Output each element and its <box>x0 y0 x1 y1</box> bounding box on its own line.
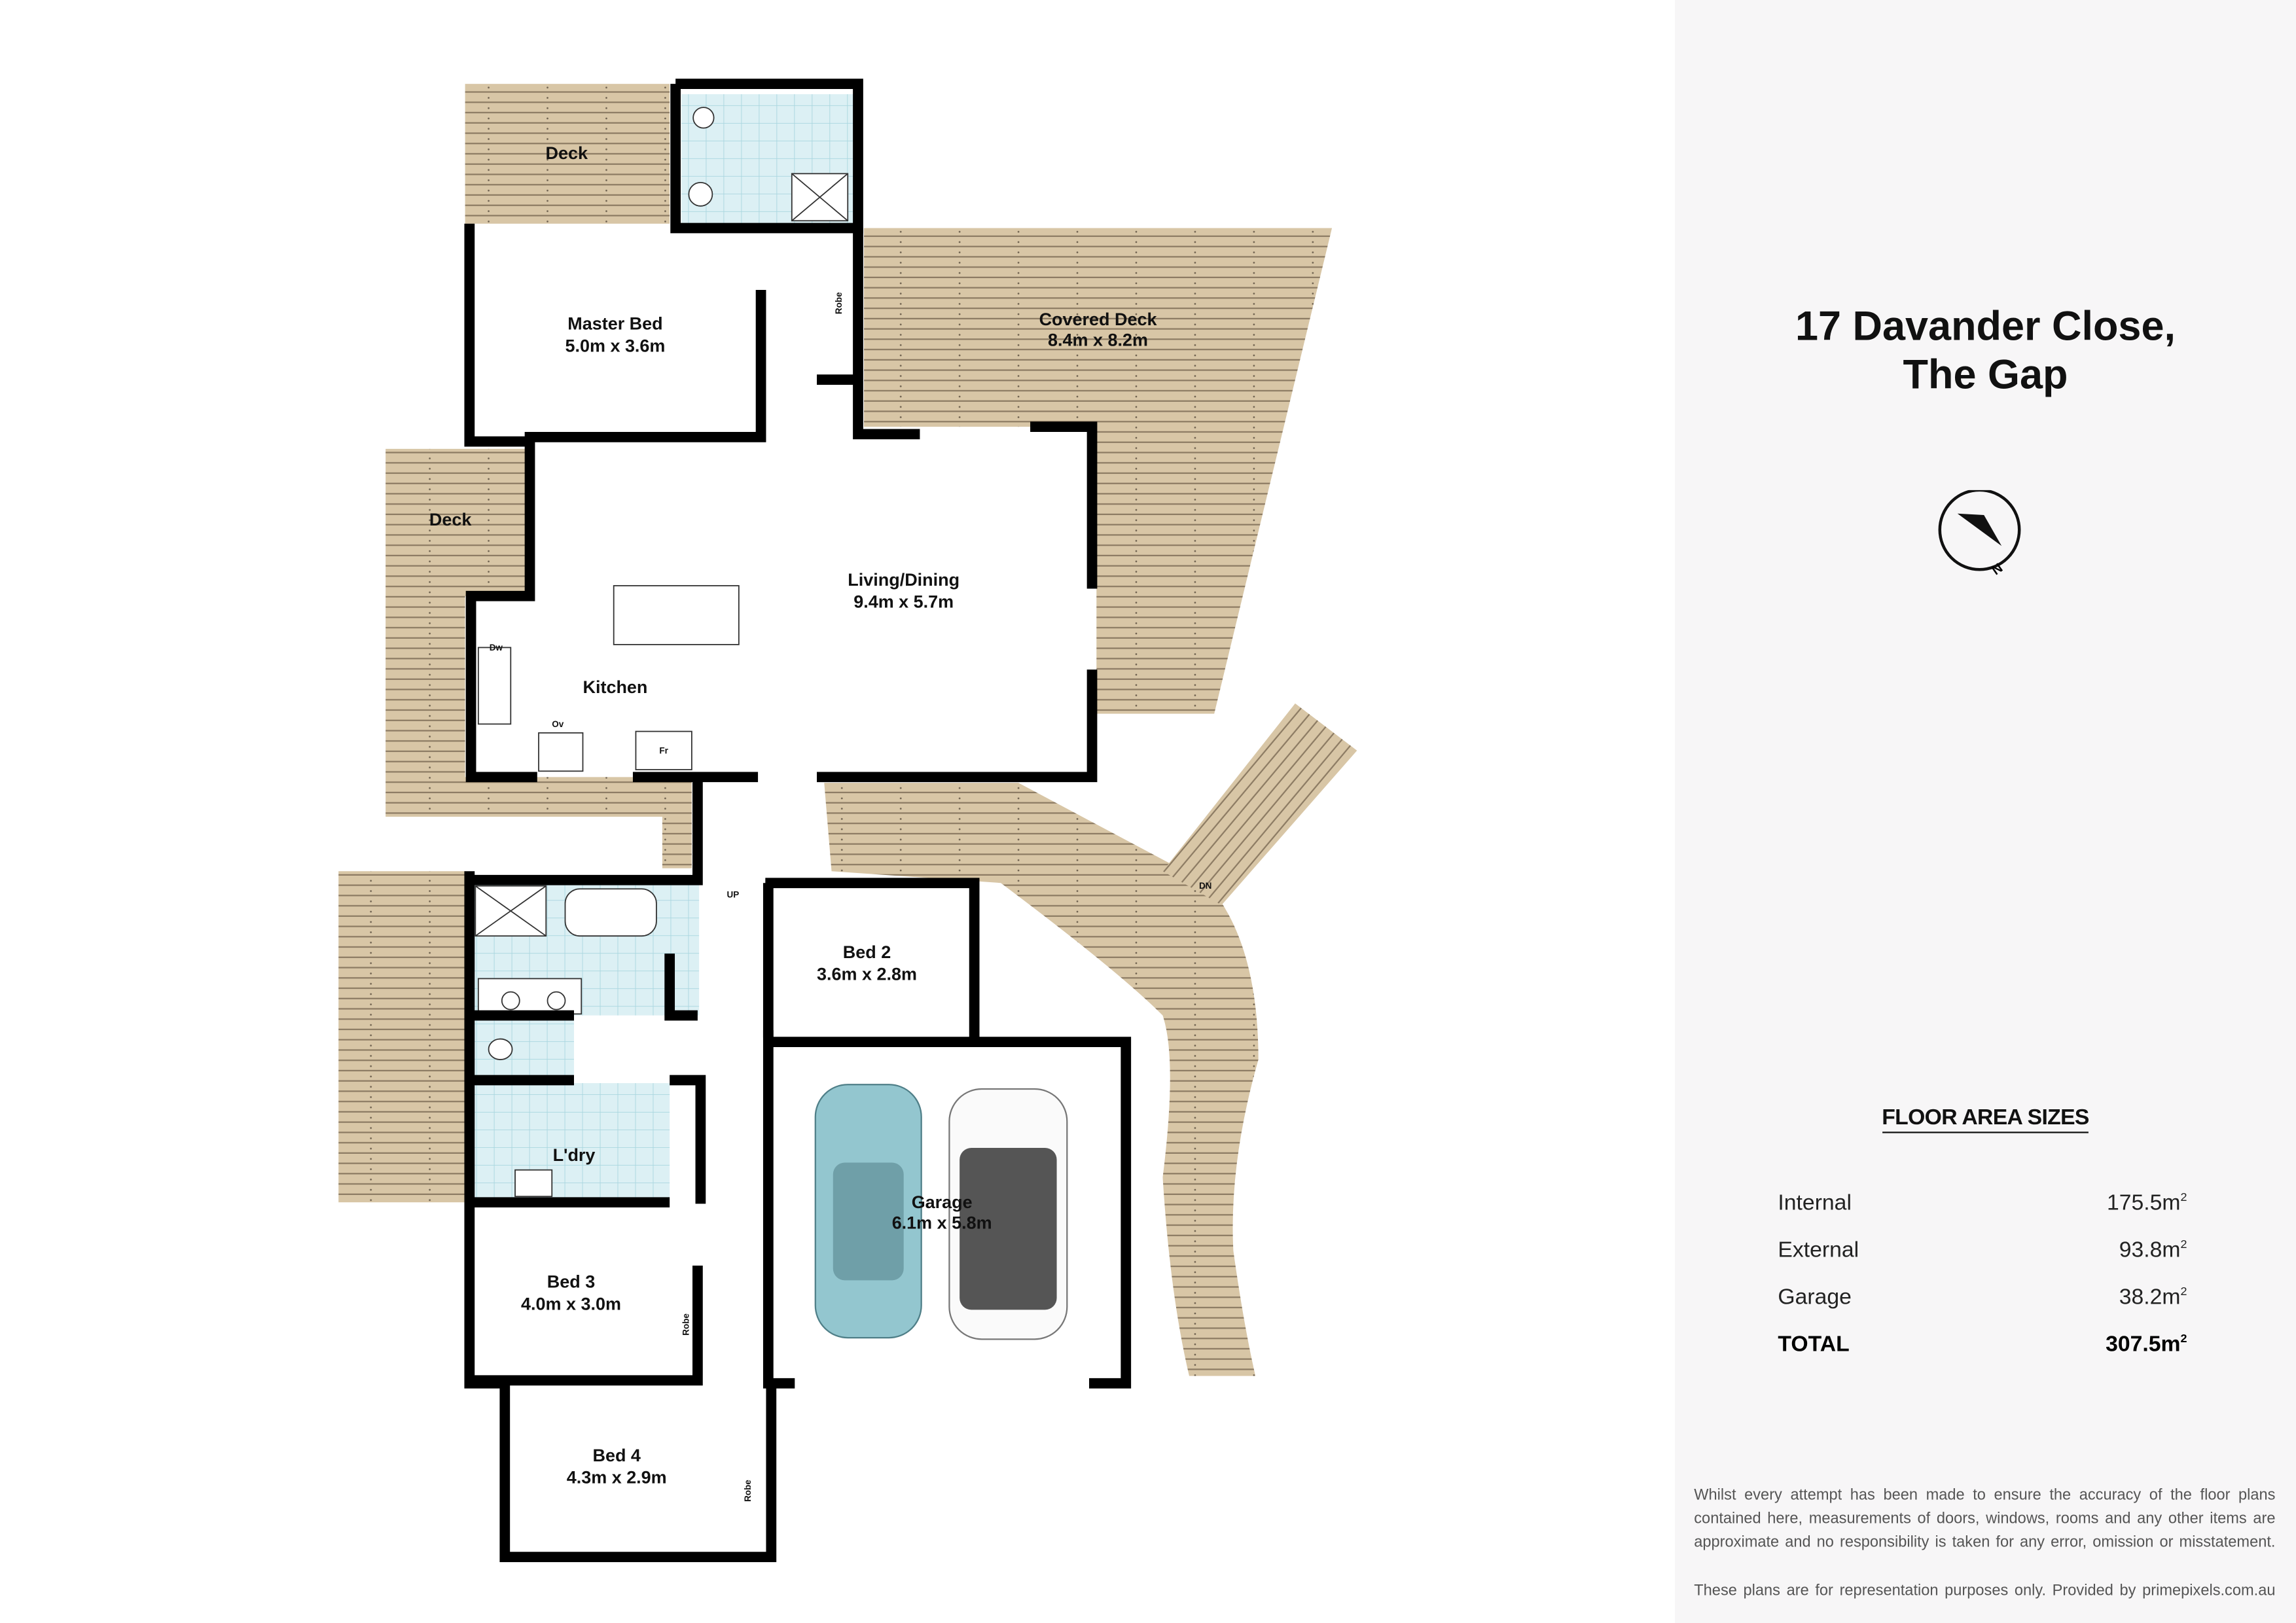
label-ov: Ov <box>552 719 564 729</box>
area-value-wrap: 175.5m2 <box>2107 1190 2187 1215</box>
address-line-1: 17 Davander Close, <box>1795 303 2176 349</box>
label-bed2-size: 3.6m x 2.8m <box>817 965 917 984</box>
label-up: UP <box>726 890 739 900</box>
address-line-2: The Gap <box>1903 351 2068 398</box>
deck-lower-left <box>338 871 465 1203</box>
compass-icon: N <box>1938 490 2021 578</box>
disclaimer: Whilst every attempt has been made to en… <box>1694 1486 2276 1552</box>
label-dn: DN <box>1199 881 1211 891</box>
property-address: 17 Davander Close, The Gap <box>1675 302 2296 399</box>
area-row-internal: Internal 175.5m2 <box>1778 1190 2187 1215</box>
wc <box>471 1018 574 1080</box>
label-living-size: 9.4m x 5.7m <box>853 592 954 612</box>
floor-plan: Deck Master Bed 5.0m x 3.6m Robe Covered… <box>338 79 1357 1562</box>
label-kitchen: Kitchen <box>583 677 648 697</box>
deck-left <box>386 448 692 868</box>
label-deck-top: Deck <box>546 143 588 163</box>
car-teal <box>814 1084 922 1339</box>
unit-sup: 2 <box>2180 1285 2187 1298</box>
floor-area-heading: FLOOR AREA SIZES <box>1882 1105 2089 1133</box>
label-bed2: Bed 2 <box>843 942 891 962</box>
car-white <box>948 1088 1068 1340</box>
area-label: Internal <box>1778 1190 1852 1216</box>
covered-deck <box>863 228 1333 714</box>
label-laundry: L'dry <box>553 1145 596 1165</box>
label-dw: Dw <box>490 643 503 652</box>
unit-sup: 2 <box>2180 1332 2187 1346</box>
area-value-wrap: 38.2m2 <box>2119 1285 2187 1310</box>
area-label: Garage <box>1778 1285 1852 1310</box>
label-robe-bed4: Robe <box>743 1480 753 1502</box>
area-row-total: TOTAL 307.5m2 <box>1778 1332 2187 1357</box>
unit-sup: 2 <box>2180 1190 2187 1204</box>
area-label: External <box>1778 1238 1859 1263</box>
fixtures <box>475 107 849 1198</box>
label-covered-deck: Covered Deck <box>1039 310 1158 329</box>
area-row-garage: Garage 38.2m2 <box>1778 1285 2187 1310</box>
label-bed3: Bed 3 <box>547 1272 595 1292</box>
label-master-bed: Master Bed <box>567 314 662 334</box>
label-living: Living/Dining <box>848 570 960 590</box>
label-fr: Fr <box>659 745 668 755</box>
label-bed3-size: 4.0m x 3.0m <box>521 1294 621 1313</box>
area-value: 307.5m <box>2106 1332 2181 1357</box>
label-garage-size: 6.1m x 5.8m <box>892 1213 992 1233</box>
label-robe-bed3: Robe <box>681 1313 691 1335</box>
footer-credit: These plans are for representation purpo… <box>1694 1582 2276 1600</box>
laundry <box>471 1083 670 1198</box>
deck-stairs <box>1162 703 1357 905</box>
front-deck <box>824 783 1259 1376</box>
deck-top <box>465 84 670 224</box>
area-value: 175.5m <box>2107 1190 2181 1216</box>
area-label: TOTAL <box>1778 1332 1850 1357</box>
label-covered-size: 8.4m x 8.2m <box>1048 330 1148 349</box>
label-robe-master: Robe <box>834 292 844 314</box>
walls <box>464 79 1132 1562</box>
info-panel: 17 Davander Close, The Gap N FLOOR AREA … <box>1675 0 2296 1623</box>
label-bed4: Bed 4 <box>592 1446 640 1465</box>
unit-sup: 2 <box>2180 1238 2187 1251</box>
label-deck-left: Deck <box>429 510 472 529</box>
area-value: 93.8m <box>2119 1238 2181 1263</box>
area-value: 38.2m <box>2119 1285 2181 1310</box>
label-garage: Garage <box>912 1192 973 1212</box>
area-value-wrap: 93.8m2 <box>2119 1238 2187 1262</box>
area-row-external: External 93.8m2 <box>1778 1238 2187 1262</box>
label-bed4-size: 4.3m x 2.9m <box>567 1468 667 1488</box>
floor-area-heading-wrap: FLOOR AREA SIZES <box>1675 1105 2296 1133</box>
label-master-size: 5.0m x 3.6m <box>565 336 665 355</box>
area-value-wrap: 307.5m2 <box>2106 1332 2187 1357</box>
